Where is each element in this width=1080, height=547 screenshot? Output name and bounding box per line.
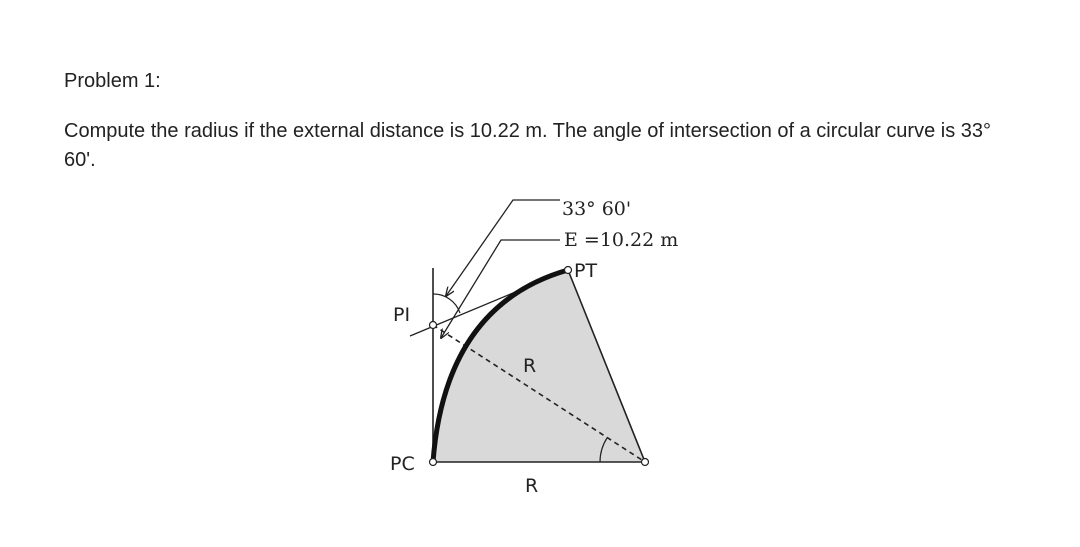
radius-line-pt [567, 269, 646, 463]
pc-label: PC [390, 453, 415, 475]
intersection-angle-arc [432, 293, 461, 314]
external-distance-leader [441, 239, 560, 338]
pt-point [563, 265, 573, 275]
pi-label: PI [393, 304, 410, 326]
pt-label: PT [574, 260, 597, 282]
external-distance-label: E =10.22 m [564, 229, 678, 251]
angle-leader [446, 199, 560, 296]
pi-center-dashed-line [432, 324, 646, 463]
radius-label-diagonal: R [523, 355, 536, 377]
pc-point [428, 457, 438, 467]
problem-statement: Compute the radius if the external dista… [64, 120, 992, 171]
pi-point [428, 320, 438, 330]
radius-label-bottom: R [525, 475, 538, 497]
problem-title: Problem 1: [64, 70, 161, 92]
circular-curve [430, 267, 569, 463]
center-angle-arc [599, 437, 608, 463]
curve-sector [433, 270, 645, 462]
angle-label: 33° 60' [562, 198, 631, 220]
center-point [640, 457, 650, 467]
